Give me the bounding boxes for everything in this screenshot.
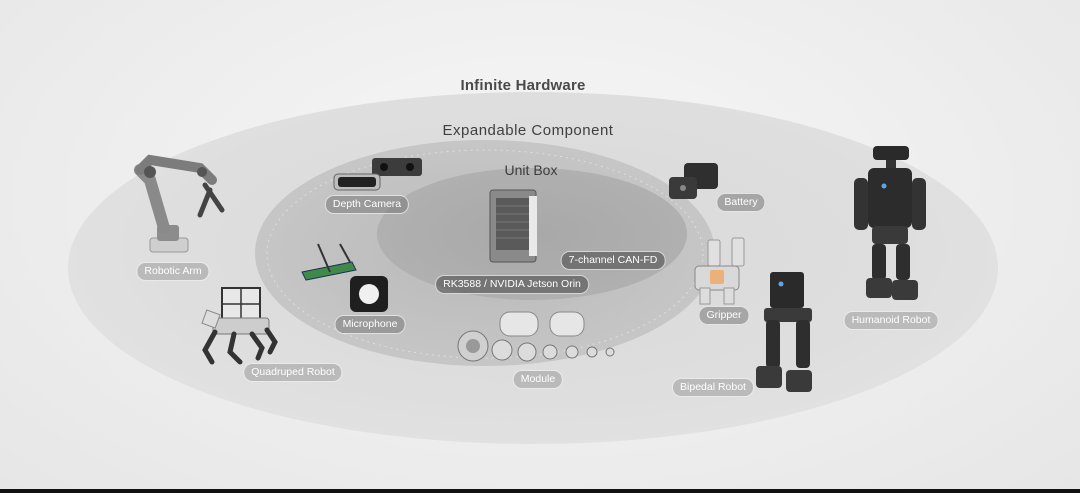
- processor-label: RK3588 / NVIDIA Jetson Orin: [435, 275, 589, 294]
- gripper-icon: [694, 237, 745, 305]
- battery-icon: [669, 163, 718, 199]
- depth-camera-icon: [333, 158, 422, 191]
- infinite-hardware-title: Infinite Hardware: [460, 77, 586, 94]
- expandable-component-title: Expandable Component: [442, 122, 614, 139]
- robotic-arm-icon: [134, 154, 225, 253]
- battery-label: Battery: [716, 193, 766, 212]
- unit-box-title: Unit Box: [504, 162, 558, 178]
- microphone-icon: [301, 243, 388, 312]
- unit-box-icon: [489, 189, 537, 263]
- gripper-label: Gripper: [698, 306, 750, 325]
- module-icon: [457, 311, 615, 362]
- microphone-label: Microphone: [334, 315, 406, 334]
- bipedal-robot-icon: [756, 272, 812, 392]
- robotic-arm-label: Robotic Arm: [136, 262, 210, 281]
- bipedal-robot-label: Bipedal Robot: [672, 378, 754, 397]
- quadruped-robot-icon: [201, 287, 278, 365]
- module-label: Module: [512, 370, 564, 389]
- can-fd-label: 7-channel CAN-FD: [560, 251, 666, 270]
- depth-camera-label: Depth Camera: [324, 195, 410, 214]
- quadruped-robot-label: Quadruped Robot: [243, 363, 343, 382]
- humanoid-robot-label: Humanoid Robot: [843, 311, 939, 330]
- bottom-border: [0, 489, 1080, 493]
- humanoid-robot-icon: [854, 146, 926, 300]
